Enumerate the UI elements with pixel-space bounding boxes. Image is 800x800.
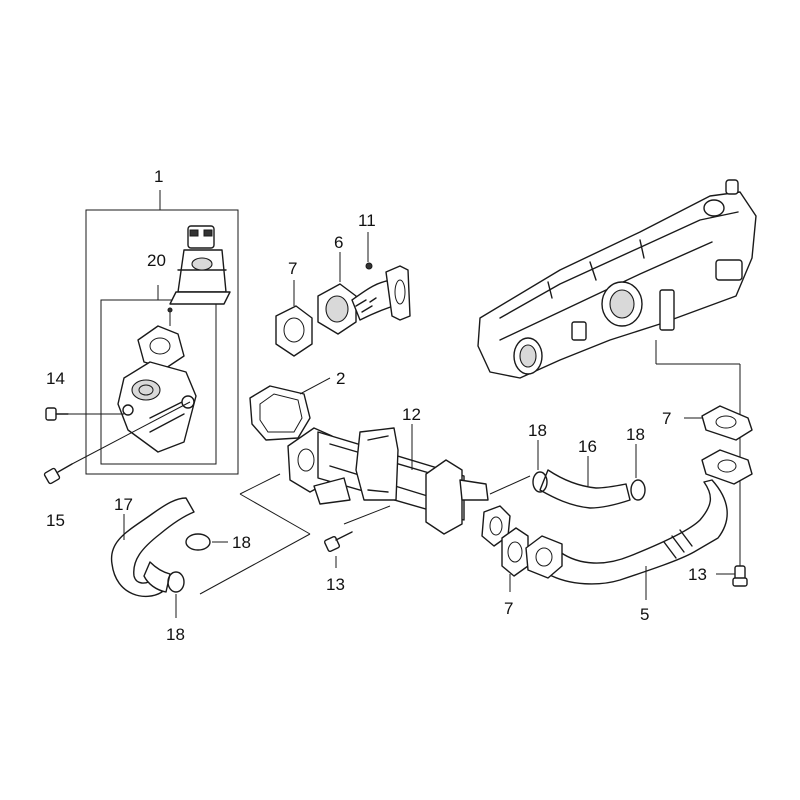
egr-valve-gasket: [137, 307, 185, 369]
bolt-11: [365, 232, 373, 270]
callout-7-center: 7: [504, 599, 513, 618]
callout-11: 11: [358, 211, 376, 230]
clamp-18-lower-a: [185, 533, 228, 551]
callout-13-right: 13: [688, 565, 707, 584]
callout-18-lower-b: 18: [166, 625, 185, 644]
egr-cooler-12: [287, 424, 511, 547]
callout-14: 14: [46, 369, 65, 388]
intake-manifold: [477, 179, 757, 566]
callout-17: 17: [114, 495, 133, 514]
hose-17: [110, 497, 195, 598]
hose-16: [539, 456, 631, 509]
callout-18-lower-a: 18: [232, 533, 251, 552]
egr-pipe-5: [525, 449, 753, 600]
egr-valve-actuator: [169, 225, 231, 305]
egr-valve-assembly-box: [85, 190, 239, 475]
callout-7-right: 7: [662, 409, 671, 428]
callout-13-cooler: 13: [326, 575, 345, 594]
bolt-13-cooler: [323, 531, 353, 568]
bolt-13-right: [716, 565, 748, 587]
callout-1: 1: [154, 167, 163, 186]
callout-18-hose-right: 18: [626, 425, 645, 444]
callout-5: 5: [640, 605, 649, 624]
callout-7-upper: 7: [288, 259, 297, 278]
assembly-leader-lines: [199, 473, 391, 595]
bolt-15: [43, 401, 191, 485]
clamp-18-hose-left: [532, 440, 548, 493]
callout-6: 6: [334, 233, 343, 252]
gasket-7-right: [684, 405, 753, 441]
leader-cooler-hose: [489, 475, 531, 495]
callout-20: 20: [147, 251, 166, 270]
egr-bend-pipe-6: [317, 252, 411, 335]
clamp-18-lower-b: [167, 571, 185, 618]
callout-labels: 1 20 14 15 7 6 11 2 12 13 7 18 16 18 7 5…: [46, 167, 707, 644]
egr-valve-housing: [117, 361, 197, 453]
callout-15: 15: [46, 511, 65, 530]
gasket-7-upper: [275, 280, 313, 357]
gasket-2: [249, 377, 331, 441]
clamp-18-hose-right: [630, 444, 646, 501]
gasket-7-center: [501, 527, 529, 592]
callout-2: 2: [336, 369, 345, 388]
callout-18-hose-left: 18: [528, 421, 547, 440]
callout-16: 16: [578, 437, 597, 456]
callout-12: 12: [402, 405, 421, 424]
bolt-14: [45, 407, 124, 421]
